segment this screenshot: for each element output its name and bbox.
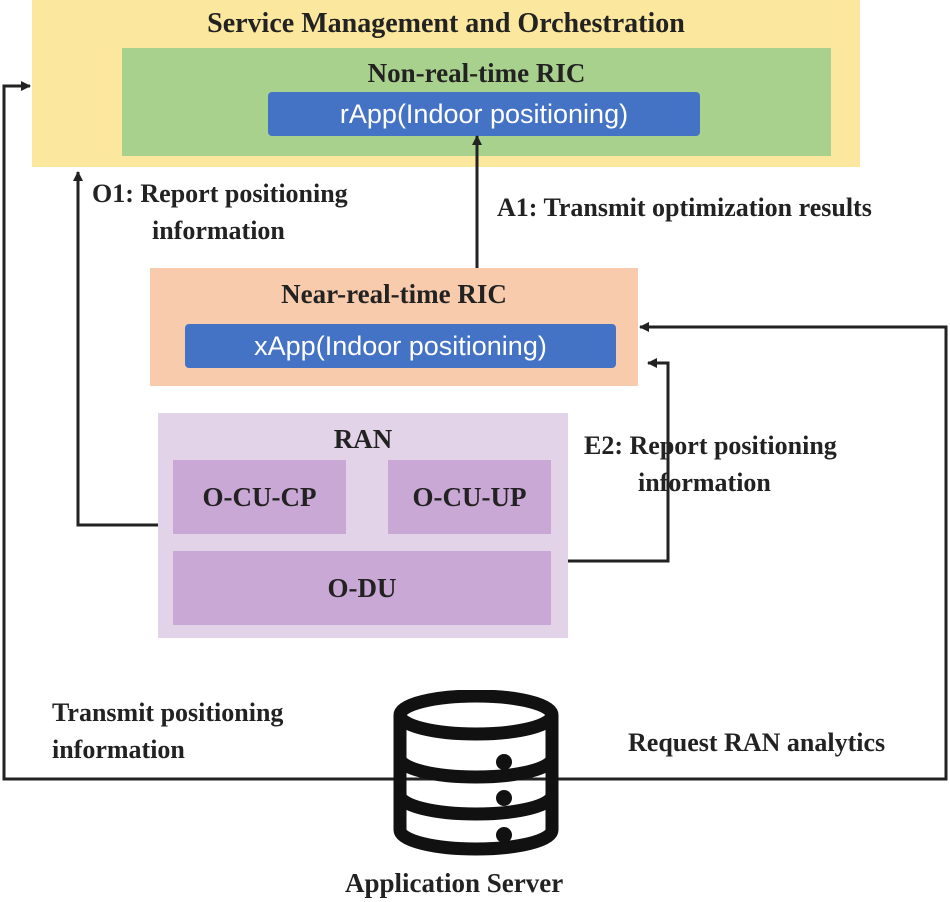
transmit-label: Transmit positioning information — [52, 694, 283, 768]
smo-title: Service Management and Orchestration — [207, 8, 685, 39]
o-cu-up-box: O-CU-UP — [388, 460, 551, 534]
o-cu-cp-box: O-CU-CP — [173, 460, 346, 534]
non-rt-ric-title: Non-real-time RIC — [367, 58, 586, 88]
o1-label: O1: Report positioning information — [92, 175, 348, 249]
o-du-box: O-DU — [173, 551, 551, 625]
request-label: Request RAN analytics — [628, 728, 886, 757]
e2-label-line-1: E2: Report positioning — [584, 431, 837, 460]
a1-label: A1: Transmit optimization results — [497, 193, 872, 222]
request-link — [400, 322, 948, 781]
app-server-label: Application Server — [345, 868, 564, 898]
xapp-box: xApp(Indoor positioning) — [185, 324, 616, 368]
ran-title: RAN — [333, 424, 393, 454]
database-icon — [393, 690, 559, 856]
e2-link — [568, 358, 670, 563]
rapp-box: rApp(Indoor positioning) — [268, 92, 700, 136]
e2-label-line-2: information — [638, 468, 771, 497]
e2-label: E2: Report positioning information — [584, 427, 837, 501]
near-rt-ric-title: Near-real-time RIC — [281, 279, 507, 309]
o1-link — [73, 171, 158, 527]
transmit-label-line-1: Transmit positioning — [52, 698, 284, 727]
o1-label-line-1: O1: Report positioning — [92, 179, 348, 208]
transmit-label-line-2: information — [52, 735, 185, 764]
o1-label-line-2: information — [152, 216, 285, 245]
transmit-link — [2, 81, 400, 781]
